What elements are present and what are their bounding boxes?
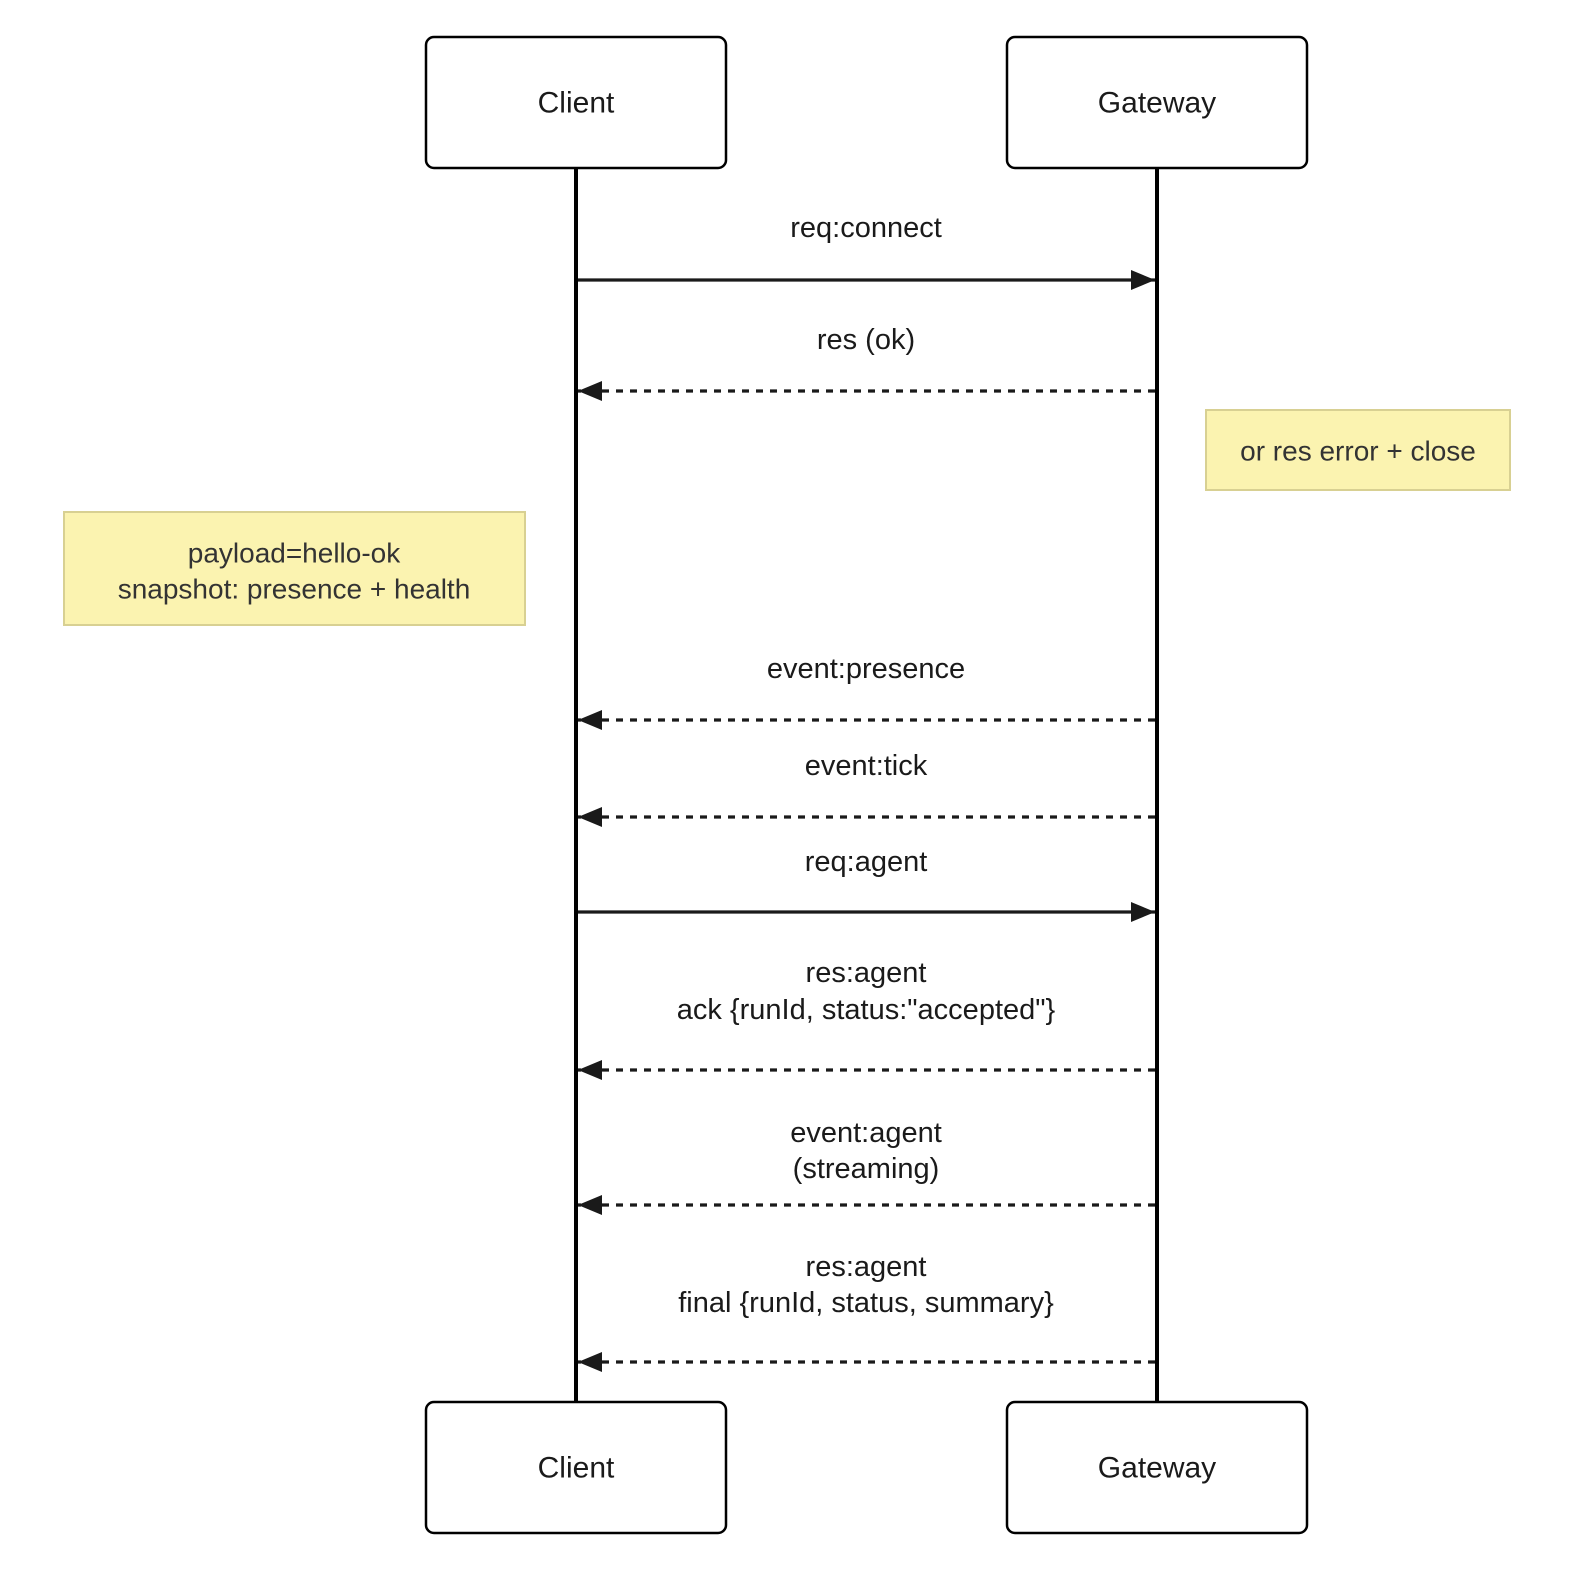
- note-label: or res error + close: [1240, 436, 1476, 467]
- message-label: (streaming): [793, 1153, 940, 1185]
- actor-gateway-top-label: Gateway: [1098, 87, 1216, 120]
- actor-client-bottom-box: [424, 1400, 728, 1535]
- actor-gateway-bottom-label: Gateway: [1098, 1452, 1216, 1485]
- actor-gateway-bottom-box: [1005, 1400, 1309, 1535]
- actor-client-top-label: Client: [538, 87, 615, 120]
- message-label: event:tick: [805, 750, 928, 782]
- message-label: res:agent: [806, 1251, 927, 1283]
- note-box: [1205, 409, 1511, 491]
- note-label: payload=hello-ok: [188, 538, 401, 569]
- message-label: res (ok): [817, 324, 915, 356]
- message-label: event:presence: [767, 653, 965, 685]
- message-label: event:agent: [790, 1117, 942, 1149]
- note-box: [63, 511, 526, 626]
- note-label: snapshot: presence + health: [118, 574, 471, 605]
- actor-client-top-box: [424, 35, 728, 170]
- message-label: ack {runId, status:"accepted"}: [677, 994, 1056, 1026]
- message-label: res:agent: [806, 957, 927, 989]
- message-label: req:connect: [790, 212, 942, 244]
- actor-client-bottom-label: Client: [538, 1452, 615, 1485]
- message-label: final {runId, status, summary}: [678, 1287, 1054, 1319]
- actor-gateway-top-box: [1005, 35, 1309, 170]
- message-label: req:agent: [805, 846, 928, 878]
